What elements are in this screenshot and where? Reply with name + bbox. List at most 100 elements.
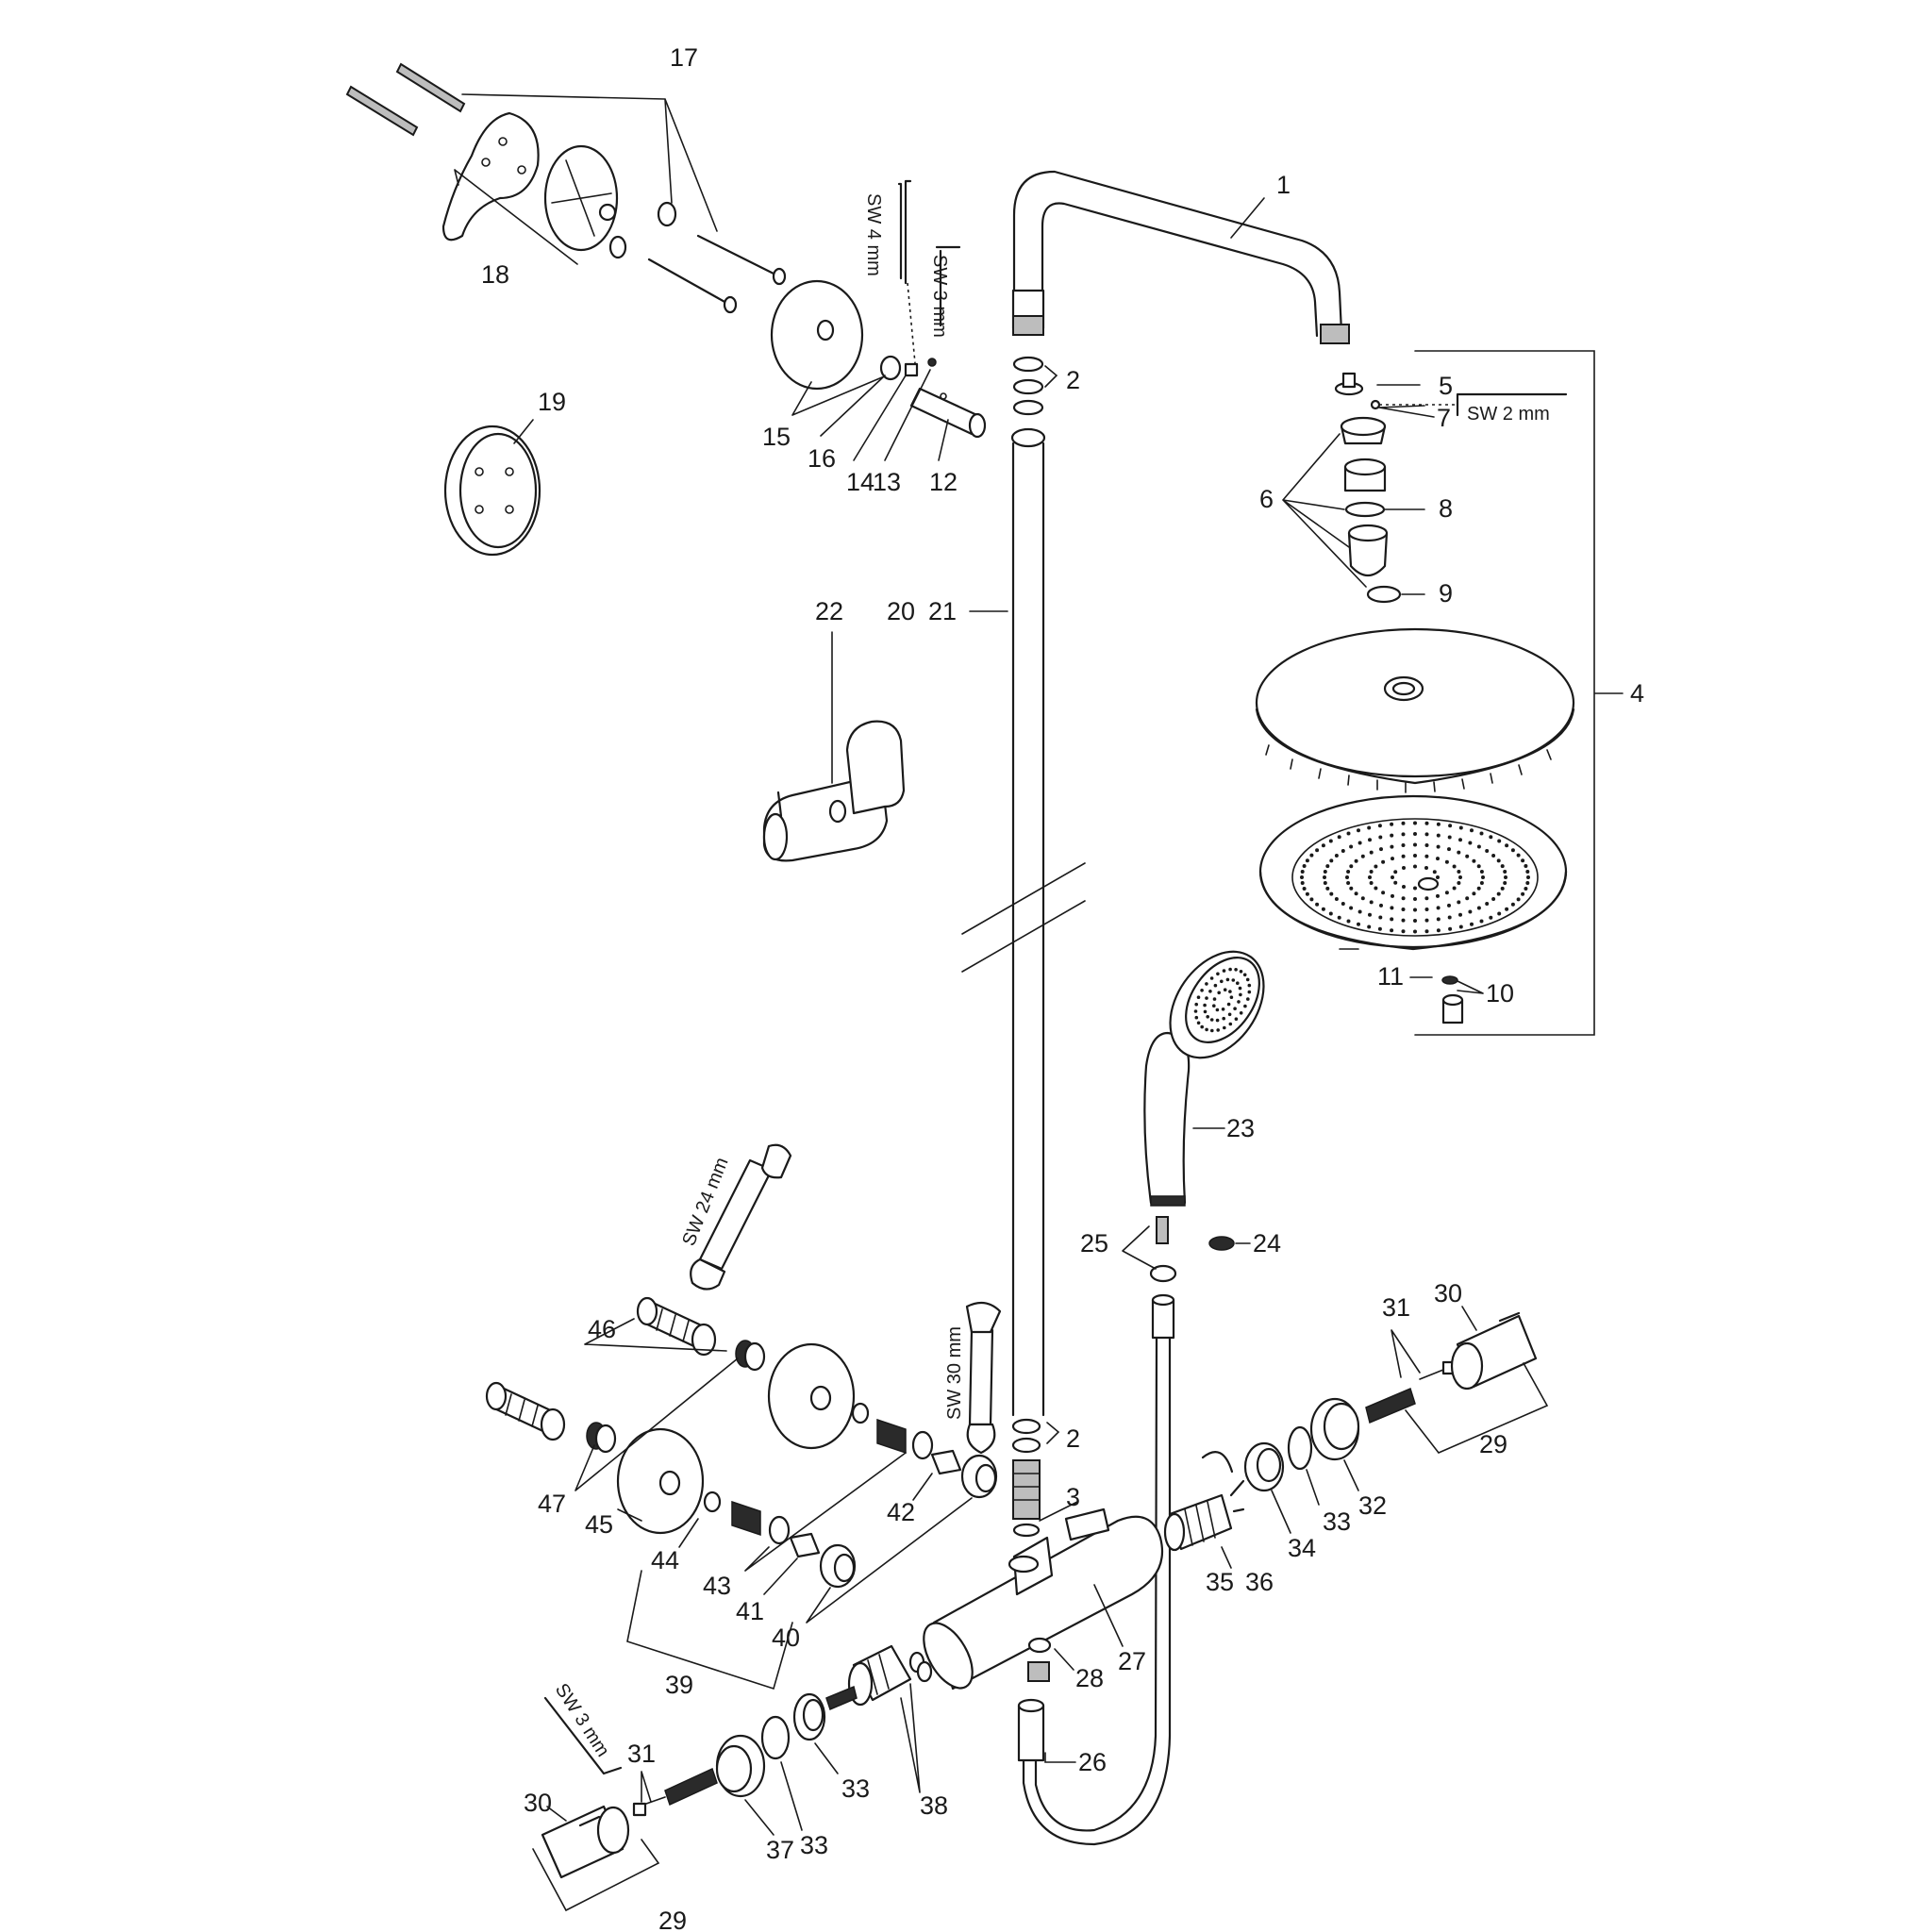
nozzle-dot [1489,915,1493,920]
adapter-47-lower [586,1422,617,1454]
hand-nozzle-dot [1194,1015,1199,1020]
nozzle-dot [1401,896,1406,901]
label-11: 11 [1377,962,1404,991]
label-12: 12 [929,468,958,496]
nozzle-dot [1516,853,1521,858]
nozzle-dot [1413,864,1417,869]
nozzle-dot [1413,832,1417,836]
hand-nozzle-dot [1234,1017,1239,1021]
hand-nozzle-dot [1194,1002,1198,1007]
nozzle-dot [1424,929,1429,934]
label-35: 35 [1206,1568,1234,1596]
bracket-29-right [1405,1362,1549,1454]
nozzle-dot [1413,886,1417,891]
hand-nozzle-dot [1210,1028,1214,1033]
thermostat-body-27 [923,1507,1164,1690]
nozzle-dot [1458,838,1462,842]
hand-nozzle-dot [1208,990,1212,993]
hand-nozzle-dot [1212,997,1217,1001]
hand-nozzle-dot [1225,977,1230,982]
hand-nozzle-dot [1228,990,1232,993]
nipple-25 [1149,1216,1177,1283]
label-1: 1 [1276,171,1291,199]
riser-pipe [961,441,1086,1417]
hand-nozzle-dot [1215,1008,1220,1012]
label-31-bottom: 31 [627,1740,656,1768]
hand-nozzle-dot [1215,1018,1220,1023]
ring-44-lower [703,1491,722,1513]
cartridge-35-36 [1163,1479,1245,1552]
nozzle-dot [1393,880,1398,885]
label-37: 37 [766,1836,794,1864]
nozzle-dot [1402,866,1406,870]
nozzle-dot [1334,897,1339,901]
nozzle-dot [1424,918,1429,923]
nozzle-dot [1485,849,1490,853]
label-18: 18 [481,260,509,289]
hand-nozzle-dot [1229,995,1234,999]
nozzle-dot [1458,924,1463,929]
label-9: 9 [1439,579,1453,608]
tool-label-sw30: SW 30 mm [944,1326,965,1420]
nozzle-dot [1413,919,1417,923]
leader-46 [584,1318,727,1352]
nozzle-dot [1424,908,1429,911]
nozzle-dot [1504,875,1507,879]
label-19: 19 [538,388,566,416]
nozzle-dot [1447,835,1452,840]
nozzle-dot [1413,821,1417,825]
nozzle-dot [1424,866,1428,870]
label-28: 28 [1075,1664,1104,1692]
nozzle-dot [1457,881,1461,885]
leader-16 [820,375,886,437]
nozzle-dot [1337,915,1341,920]
nozzle-dot [1413,897,1417,901]
label-2-upper: 2 [1066,366,1080,394]
nozzle-dot [1436,893,1440,898]
nozzle-dot [1391,893,1394,898]
hand-nozzle-dot [1209,1018,1214,1022]
handle-37 [715,1734,766,1798]
hand-nozzle-dot [1203,1009,1208,1014]
nozzle-dot [1468,909,1473,914]
leader-30-right [1461,1306,1477,1331]
nozzle-dot [1379,847,1383,852]
nozzle-dot [1369,881,1374,885]
shower-head-body [1255,627,1575,793]
label-46: 46 [588,1315,616,1343]
nozzle-dot [1436,906,1441,910]
hand-nozzle-dot [1237,1000,1241,1004]
nozzle-dot [1357,922,1360,926]
leader-2a [1044,365,1058,388]
center-nut [1417,876,1440,891]
hand-nozzle-dot [1226,1002,1231,1007]
nozzle-dot [1393,870,1398,874]
nozzle-dot [1503,870,1507,874]
nozzle-dot [1444,859,1449,864]
leader-38 [900,1683,921,1793]
label-33-right: 33 [1323,1507,1351,1536]
nozzle-dot [1346,831,1351,836]
label-25: 25 [1080,1229,1108,1257]
nozzle-dot [1374,864,1378,869]
label-33-bottom-b: 33 [841,1774,870,1803]
set-screw-7 [1370,399,1381,410]
nozzle-dot [1447,903,1451,908]
nozzle-dot [1378,835,1383,840]
nozzle-dot [1337,835,1341,840]
leader-1 [1230,197,1265,239]
nozzle-dot [1377,926,1382,931]
nozzle-dot [1497,839,1502,843]
wall-plate-18 [441,111,540,242]
tool-label-sw3-top: SW 3 mm [929,255,950,338]
nozzle-dot [1436,822,1441,826]
tool-label-sw2: SW 2 mm [1467,404,1550,425]
hand-nozzle-dot [1196,1021,1201,1025]
label-16: 16 [808,444,836,473]
label-22: 22 [815,597,843,625]
leader-33-right [1306,1469,1320,1506]
nozzle-dot [1349,864,1354,869]
nozzle-dot [1401,843,1406,847]
nozzle-dot [1491,897,1496,901]
